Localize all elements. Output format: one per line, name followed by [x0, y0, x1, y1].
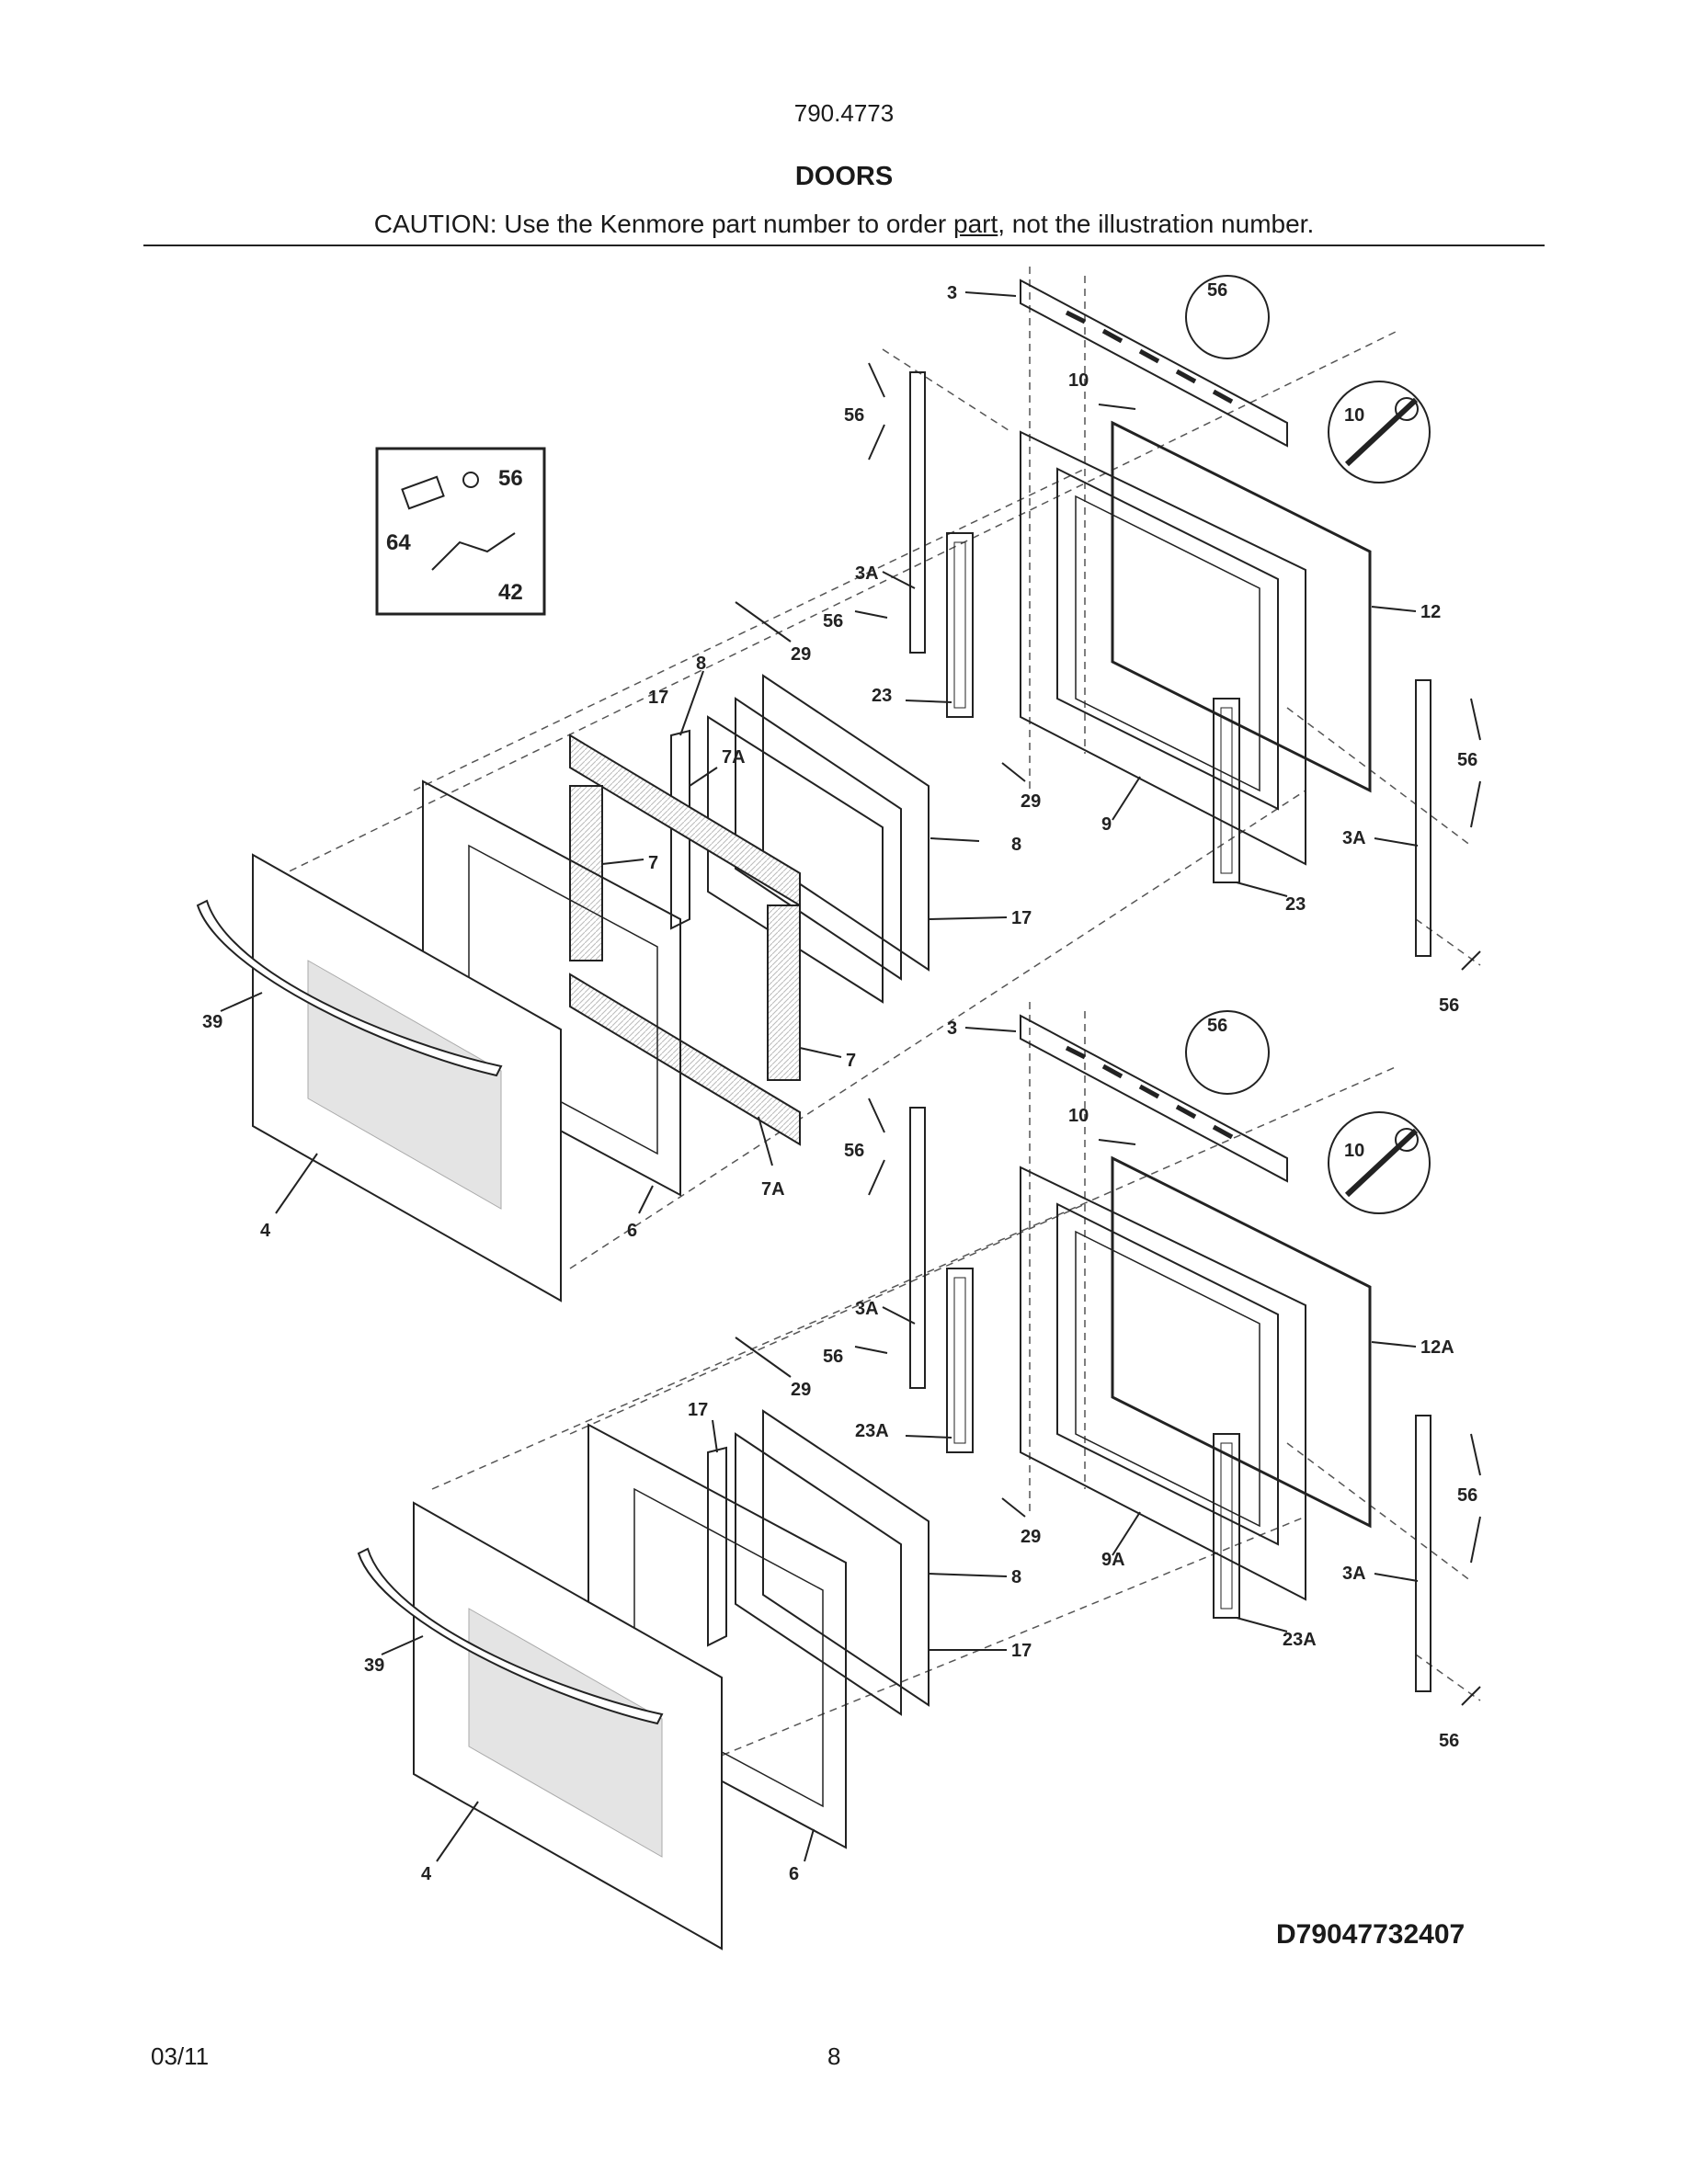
screw-56-zoom-lower: [1185, 1010, 1270, 1095]
vent-channel-3-lower: [1020, 1014, 1288, 1183]
latch-inset: [375, 447, 546, 616]
side-trim-3a-right-lower: [1415, 1415, 1431, 1692]
insulation-blocks-7: [569, 734, 801, 1146]
callout-23a-left: 23A: [855, 1421, 889, 1441]
callout-23-right: 23: [1285, 894, 1306, 915]
callout-56-mid-lower: 56: [823, 1347, 843, 1367]
callout-29-upper-b: 29: [1021, 791, 1041, 812]
callout-29-lower-a: 29: [791, 1380, 811, 1400]
callout-6-lower: 6: [789, 1864, 799, 1884]
glass-panel-8-lower: [762, 1409, 930, 1707]
callout-4: 4: [260, 1221, 271, 1241]
callout-3-lower: 3: [947, 1018, 957, 1039]
caution-suffix: , not the illustration number.: [998, 210, 1315, 238]
callout-56-bottom: 56: [1439, 995, 1459, 1016]
caution-part-word: part: [953, 210, 998, 238]
callout-7-upper: 7: [648, 853, 658, 873]
callout-6: 6: [627, 1221, 637, 1241]
inset-callout-64: 64: [386, 530, 411, 555]
callout-39-lower: 39: [364, 1655, 384, 1676]
callout-8-right: 8: [1011, 835, 1021, 855]
callout-23a-right: 23A: [1283, 1630, 1317, 1650]
callout-3a-left-lower: 3A: [855, 1299, 879, 1319]
outer-door-panel-4-lower: [413, 1501, 723, 1951]
model-number: 790.4773: [793, 99, 895, 127]
caution-prefix: CAUTION: Use the Kenmore part number to …: [373, 210, 953, 238]
inset-callout-42: 42: [498, 580, 523, 605]
upper-leader-lines: [220, 291, 1481, 1214]
glass-panel-8-front: [735, 697, 902, 981]
callout-4-lower: 4: [421, 1864, 432, 1884]
section-title: DOORS: [794, 162, 894, 191]
callout-17-top: 17: [648, 688, 668, 708]
door-handle-39-lower: [357, 1547, 664, 1725]
callout-8-top: 8: [696, 654, 706, 674]
side-trim-3a-right: [1415, 679, 1431, 957]
callout-7a-bottom: 7A: [761, 1179, 785, 1200]
callout-17-right: 17: [1011, 908, 1032, 928]
lower-leader-lines: [381, 1027, 1481, 1862]
glass-panel-8-lower-front: [735, 1432, 902, 1716]
callout-56-right: 56: [1457, 750, 1477, 770]
glass-retainer-17-lower: [707, 1446, 727, 1647]
lower-assembly-guides: [431, 1002, 1481, 1766]
callout-23-left: 23: [872, 686, 892, 706]
callout-9a: 9A: [1101, 1550, 1125, 1570]
inner-door-liner-9a: [1020, 1155, 1372, 1601]
callout-10-zoom-lower: 10: [1344, 1141, 1364, 1161]
hinge-23-right: [1213, 698, 1240, 883]
bolt-10-zoom: [1328, 381, 1431, 483]
callout-8-right-lower: 8: [1011, 1567, 1021, 1587]
outer-door-panel-4: [252, 853, 562, 1302]
page-number: 8: [827, 2042, 841, 2070]
callout-17-right-lower: 17: [1011, 1641, 1032, 1661]
callout-56-right-lower: 56: [1457, 1485, 1477, 1506]
callout-56-zoom-lower: 56: [1207, 1016, 1227, 1036]
vent-channel-3: [1020, 279, 1288, 448]
callout-9: 9: [1101, 814, 1112, 835]
callout-10-zoom: 10: [1344, 405, 1364, 426]
callout-10-lower: 10: [1068, 1106, 1089, 1126]
lower-door-assembly: [357, 1002, 1481, 1951]
callout-3a-left: 3A: [855, 563, 879, 584]
footer-date: 03/11: [151, 2042, 210, 2070]
side-trim-3a-left-lower: [909, 1107, 926, 1389]
callout-3a-right: 3A: [1342, 828, 1366, 848]
glass-panel-8-rear: [762, 674, 930, 972]
callout-7-lower: 7: [846, 1051, 856, 1071]
callout-3: 3: [947, 283, 957, 303]
inset-callout-56: 56: [498, 466, 523, 491]
door-handle-39: [196, 899, 503, 1077]
hinge-23a-right: [1213, 1433, 1240, 1619]
side-trim-3a-left: [909, 371, 926, 654]
bolt-10-zoom-lower: [1328, 1111, 1431, 1214]
screw-56-zoom: [1185, 275, 1270, 359]
hinge-23-left: [946, 532, 974, 718]
callout-3a-right-lower: 3A: [1342, 1564, 1366, 1584]
callout-12a: 12A: [1420, 1337, 1454, 1358]
callout-56-mid: 56: [823, 611, 843, 631]
callout-56-bottom-lower: 56: [1439, 1731, 1459, 1751]
callout-29-lower-b: 29: [1021, 1527, 1041, 1547]
callout-56-left: 56: [844, 405, 864, 426]
diagram-code: D79047732407: [1276, 1919, 1466, 1950]
glass-retainer-17: [670, 729, 690, 930]
callout-17-top-lower: 17: [688, 1400, 708, 1420]
callout-56-left-lower: 56: [844, 1141, 864, 1161]
upper-door-assembly: [196, 267, 1481, 1302]
callout-10: 10: [1068, 370, 1089, 391]
header-rule: [143, 245, 1545, 246]
callout-56-zoom: 56: [1207, 280, 1227, 301]
callout-7a-top: 7A: [722, 747, 746, 768]
hinge-23a-left: [946, 1268, 974, 1453]
caution-note: CAUTION: Use the Kenmore part number to …: [0, 210, 1688, 239]
upper-assembly-guides: [266, 267, 1481, 1269]
callout-12: 12: [1420, 602, 1441, 622]
callout-29-upper-a: 29: [791, 644, 811, 665]
inner-door-liner-9: [1020, 420, 1372, 866]
callout-39: 39: [202, 1012, 222, 1032]
